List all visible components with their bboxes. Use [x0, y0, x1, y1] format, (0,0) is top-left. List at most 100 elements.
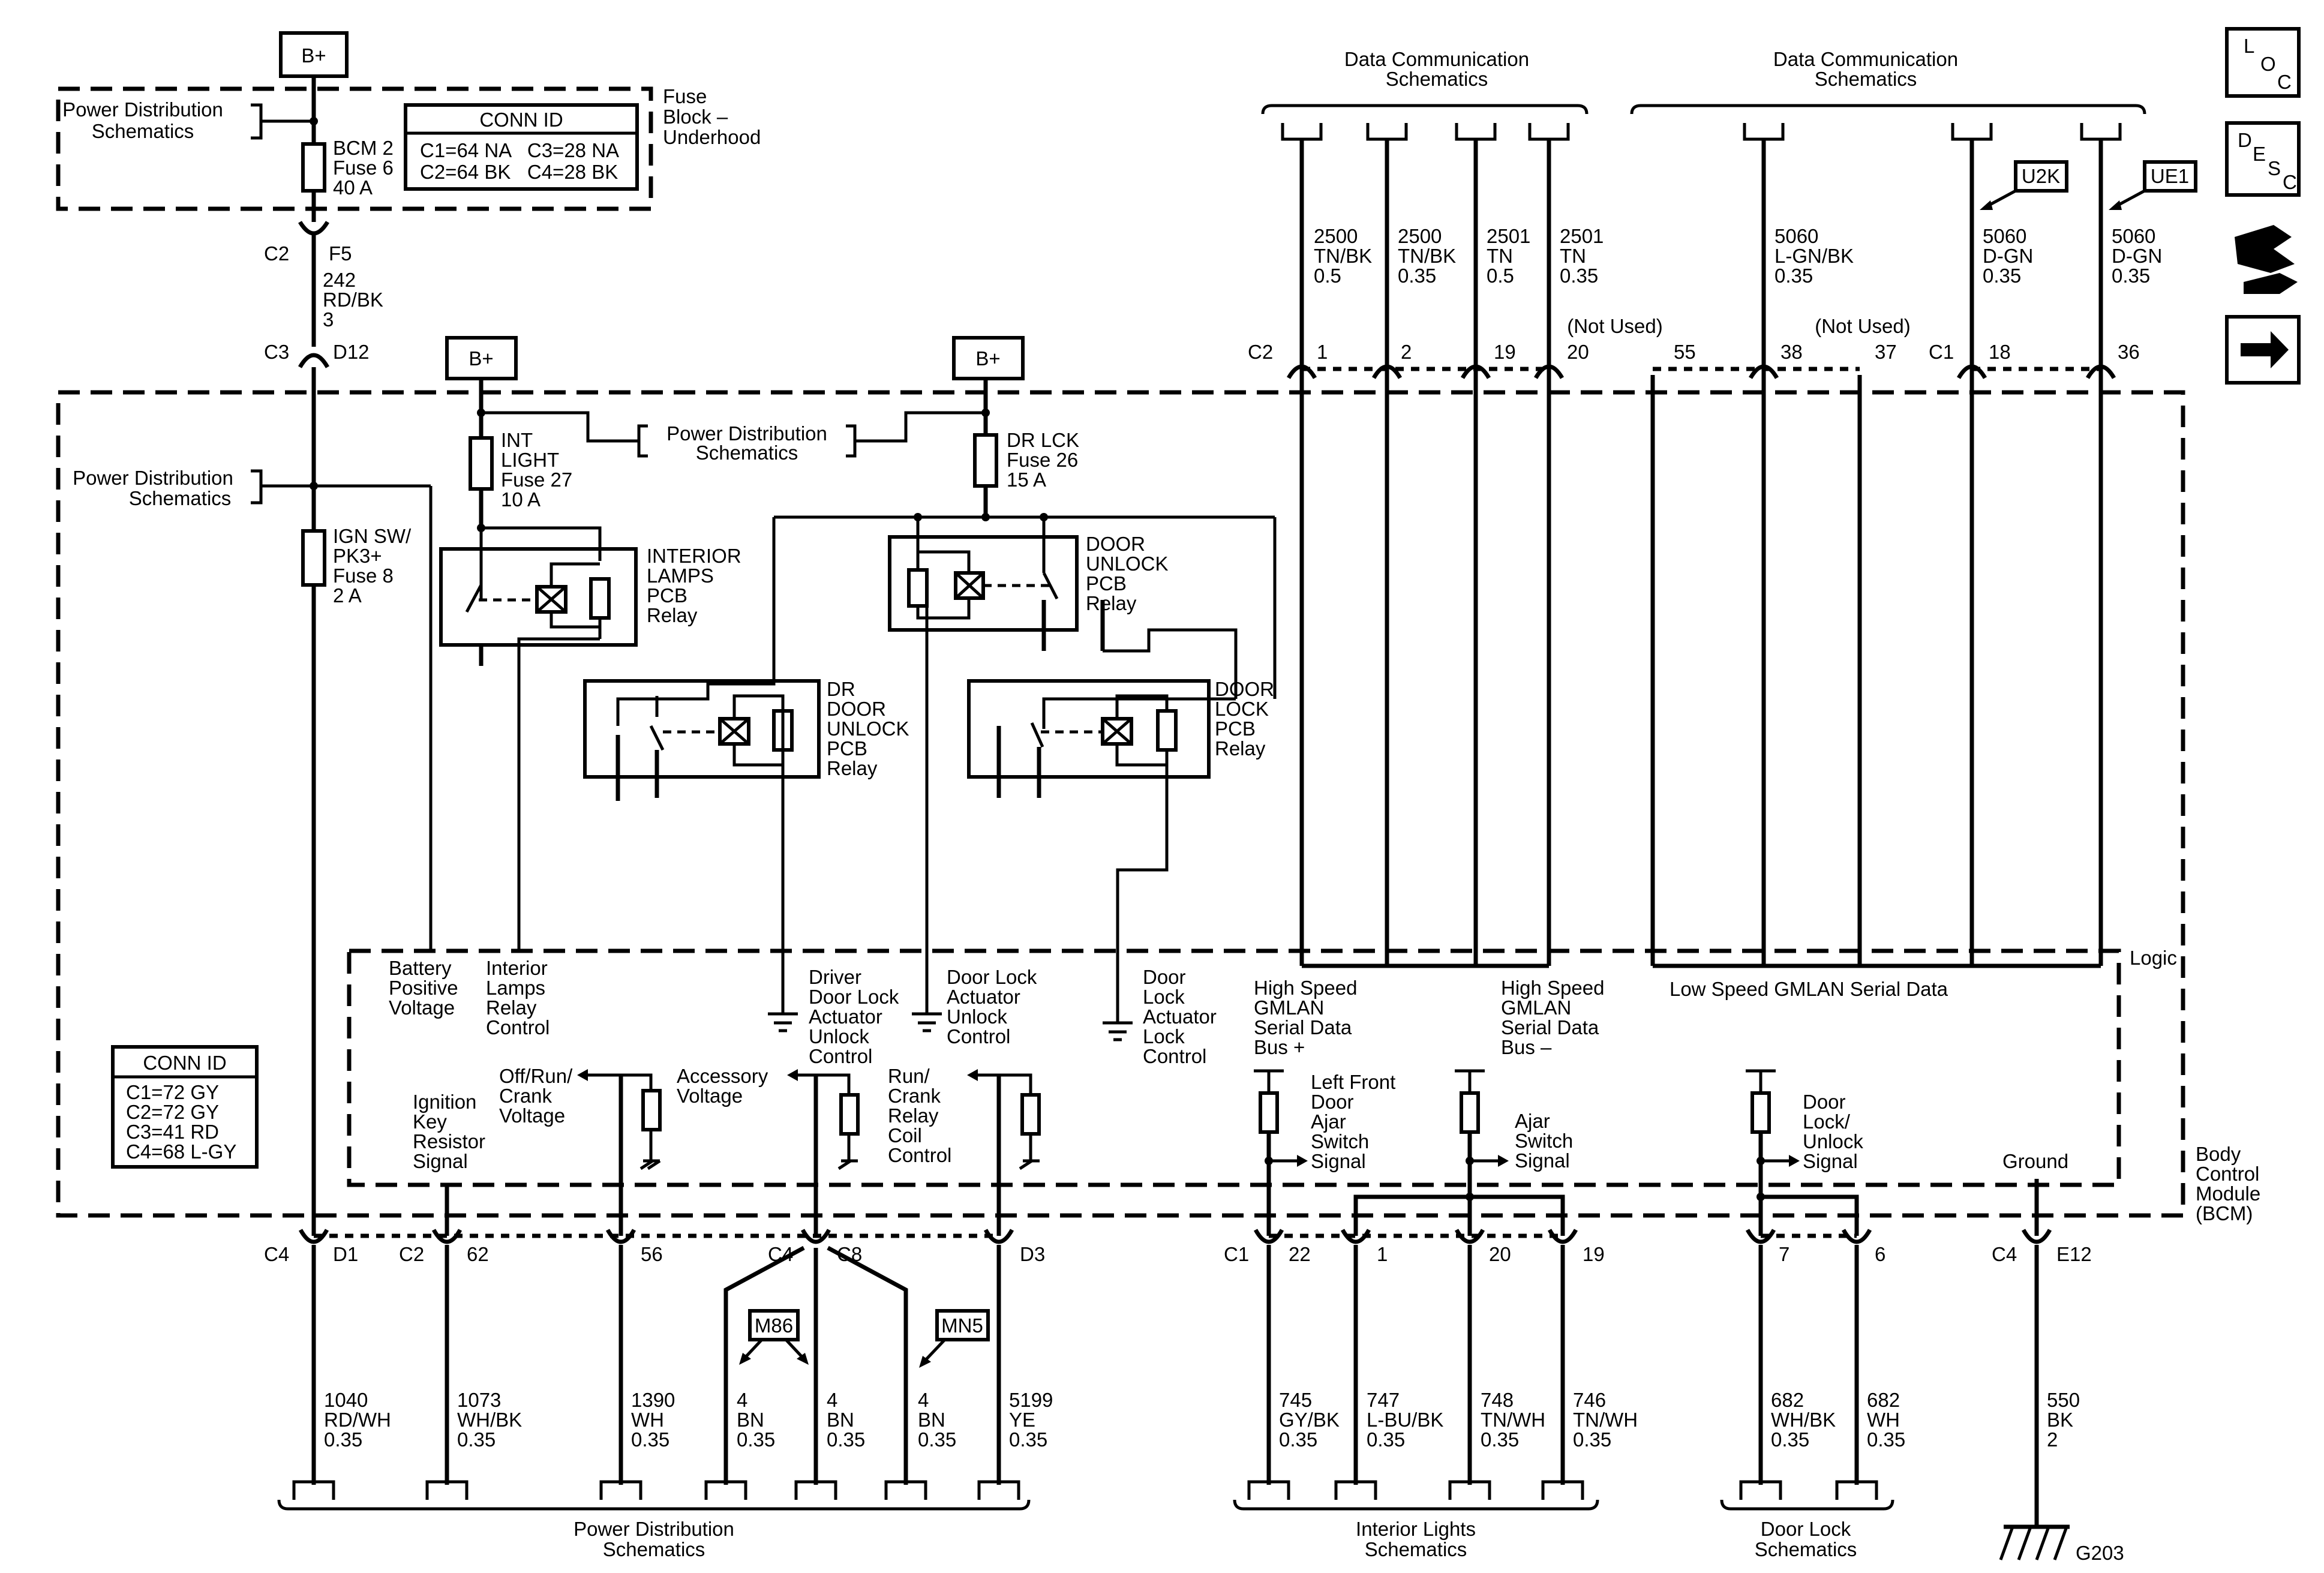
bc-p6: 6 [1875, 1243, 1885, 1265]
door-lock-sw-1: Door [1803, 1091, 1846, 1113]
m86-callout [748, 1309, 800, 1341]
bw-4-num: 4 [737, 1389, 747, 1411]
conn-id-table-bcm: CONN ID C1=72 GY C2=72 GY C3=41 RD C4=68… [111, 1045, 259, 1169]
interior-lamps-relay-2: Lamps [486, 977, 545, 999]
dc-pin-37: 37 [1875, 341, 1897, 363]
bw-9-size: 0.35 [1367, 1428, 1405, 1451]
bw-8-color: GY/BK [1279, 1409, 1340, 1431]
low-speed-label: Low Speed GMLAN Serial Data [1670, 978, 1948, 1000]
interior-lamps-relay-3: Relay [486, 996, 537, 1019]
bw-3-color: WH [631, 1409, 664, 1431]
bw-9-num: 747 [1367, 1389, 1400, 1411]
bcm-conn-title: CONN ID [143, 1052, 226, 1074]
bottom-pds-1: Power Distribution [574, 1518, 734, 1540]
wire-242-size: 3 [323, 308, 334, 331]
dc-pin-2: 2 [1401, 341, 1412, 363]
int-light-fuse-icon [469, 436, 494, 491]
door-lock-lock-2: Lock [1143, 986, 1185, 1008]
interior-lamps-label-2: LAMPS [647, 565, 714, 587]
bcm-conn-row-1: C1=72 GY [126, 1081, 219, 1103]
lf-door-3: Ajar [1311, 1110, 1346, 1133]
dc-wire-5-color: L-GN/BK [1774, 245, 1854, 267]
driver-door-lock-1: Driver [809, 966, 861, 988]
bw-4-color: BN [737, 1409, 764, 1431]
bcm-conn-row-3: C3=41 RD [126, 1121, 219, 1143]
bw-2-num: 1073 [457, 1389, 501, 1411]
door-unlock-label-1: DOOR [1086, 533, 1145, 555]
bottom-pds-2: Schematics [603, 1538, 705, 1560]
bw-11-color: TN/WH [1573, 1409, 1638, 1431]
dr-lck-circuit: B+ DR LCK Fuse 26 15 A [772, 336, 1277, 699]
driver-door-lock-5: Control [809, 1045, 872, 1067]
b-plus-label: B+ [301, 44, 326, 67]
door-lock-label-1: DOOR [1215, 678, 1274, 700]
door-lock-unlock-3: Unlock [947, 1005, 1007, 1028]
bw-12-color: WH/BK [1771, 1409, 1836, 1431]
bc-p22: 22 [1289, 1243, 1311, 1265]
door-lock-sw-3: Unlock [1803, 1130, 1863, 1152]
dc-conn-c2: C2 [1248, 341, 1273, 363]
bw-5-num: 4 [827, 1389, 837, 1411]
bw-1-num: 1040 [324, 1389, 368, 1411]
door-unlock-label-4: Relay [1086, 592, 1137, 614]
pin-d12-label: D12 [333, 341, 370, 363]
dc-wire-6-size: 0.35 [1983, 265, 2021, 287]
interior-lamps-label-4: Relay [647, 604, 698, 626]
connector-end-view-icon[interactable] [2235, 225, 2298, 294]
bw-10-num: 748 [1481, 1389, 1514, 1411]
dc-wire-6-num: 5060 [1983, 225, 2026, 247]
conn-id-row-2: C2=64 BK C4=28 BK [420, 161, 618, 183]
fuse-block-label-2: Block – [663, 106, 728, 128]
accessory-2: Voltage [677, 1085, 743, 1107]
bw-14-num: 550 [2047, 1389, 2080, 1411]
ign-fuse-name-2: PK3+ [333, 545, 382, 567]
run-crank-3: Relay [888, 1104, 939, 1127]
bw-8-num: 745 [1279, 1389, 1312, 1411]
b-plus-label-3: B+ [975, 347, 1000, 370]
loc-o: O [2260, 53, 2276, 75]
door-unlock-label-3: PCB [1086, 572, 1127, 595]
dr-door-unlock-label-2: DOOR [827, 698, 886, 720]
ajar-2: Switch [1515, 1130, 1573, 1152]
dc-wire-2-size: 0.35 [1398, 265, 1436, 287]
interior-lights-2: Schematics [1365, 1538, 1467, 1560]
bw-3-num: 1390 [631, 1389, 675, 1411]
accessory-1: Accessory [677, 1065, 768, 1087]
door-unlock-relay: DOOR UNLOCK PCB Relay [888, 517, 1238, 951]
bcm-label-4: (BCM) [2196, 1202, 2253, 1224]
pds-left-label-2: Schematics [129, 487, 232, 509]
logic-inputs-left: Battery Positive Voltage Interior Lamps … [389, 951, 1217, 1067]
ue1-callout [2143, 160, 2197, 193]
mn5-label: MN5 [941, 1314, 983, 1337]
bw-11-num: 746 [1573, 1389, 1606, 1411]
next-arrow-icon[interactable] [2225, 315, 2301, 385]
ign-fuse-rating: 2 A [333, 584, 362, 607]
desc-e: E [2253, 143, 2266, 165]
bw-7-num: 5199 [1009, 1389, 1053, 1411]
data-comm-left-2: Schematics [1386, 68, 1488, 90]
fuse-block-label-1: Fuse [663, 85, 707, 107]
bcm-label-2: Control [2196, 1163, 2259, 1185]
battery-positive-3: Voltage [389, 996, 455, 1019]
conn-id-title: CONN ID [479, 109, 563, 131]
conn-id-table-top [404, 103, 639, 191]
wire-242-color: RD/BK [323, 289, 383, 311]
dc-pin-1: 1 [1317, 341, 1328, 363]
interior-lamps-relay-1: Interior [486, 957, 548, 979]
bc-p19: 19 [1583, 1243, 1605, 1265]
bc-p62: 62 [467, 1243, 489, 1265]
ign-key-3: Resistor [413, 1130, 485, 1152]
desc-icon[interactable]: D E S C [2225, 121, 2301, 197]
bcm-conn-row-2: C2=72 GY [126, 1101, 219, 1123]
dc-wire-3-color: TN [1487, 245, 1513, 267]
dr-door-unlock-label-5: Relay [827, 757, 878, 779]
loc-l: L [2244, 35, 2254, 57]
lf-door-2: Door [1311, 1091, 1354, 1113]
dc-wire-4-color: TN [1560, 245, 1586, 267]
loc-icon[interactable]: L O C [2225, 27, 2301, 98]
battery-positive-2: Positive [389, 977, 458, 999]
bw-14-color: BK [2047, 1409, 2073, 1431]
ajar-3: Signal [1515, 1149, 1570, 1172]
off-run-1: Off/Run/ [499, 1065, 573, 1087]
door-lock-relay: DOOR LOCK PCB Relay [967, 678, 1274, 999]
